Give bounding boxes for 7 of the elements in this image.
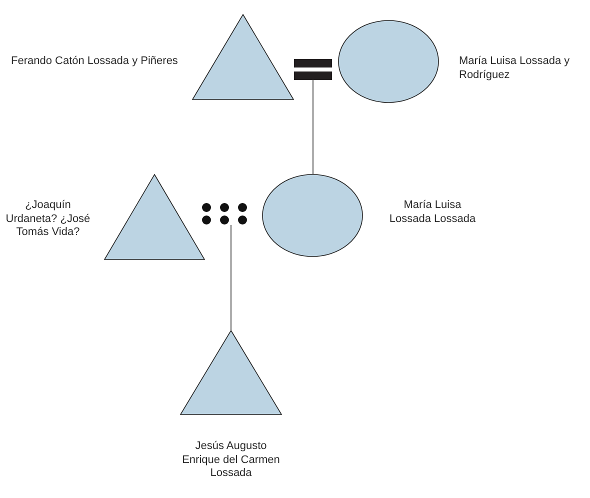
- person-name: ¿Joaquín Urdaneta? ¿José Tomás Vida?: [4, 199, 92, 240]
- person-name: Ferando Catón Lossada y Piñeres: [11, 55, 179, 68]
- descent-line: [230, 224, 232, 330]
- person-name: Jesús Augusto Enrique del Carmen Lossada: [181, 440, 281, 480]
- person-name: María Luisa Lossada Lossada: [388, 199, 477, 226]
- descent-line: [312, 80, 314, 174]
- person-name: María Luisa Lossada y Rodríguez: [459, 55, 571, 82]
